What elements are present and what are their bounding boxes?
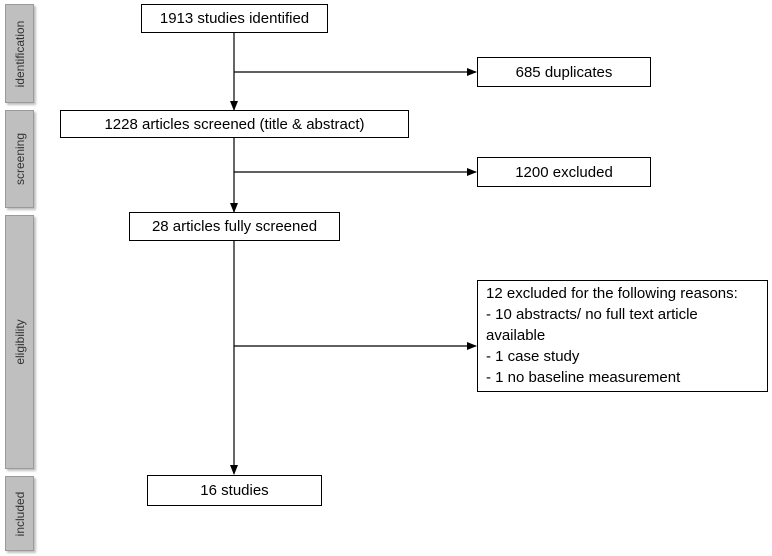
exclusion-reason-line: - 10 abstracts/ no full text article <box>486 306 698 323</box>
box-included-studies: 16 studies <box>147 475 322 506</box>
exclusion-reasons-title: 12 excluded for the following reasons: <box>486 285 738 302</box>
box-exclusion-reasons: 12 excluded for the following reasons: -… <box>477 280 768 392</box>
stage-included: included <box>5 476 34 551</box>
exclusion-reason-line: available <box>486 327 546 344</box>
box-excluded-screening: 1200 excluded <box>477 157 651 187</box>
box-duplicates: 685 duplicates <box>477 57 651 87</box>
exclusion-reason-line: - 1 no baseline measurement <box>486 369 681 386</box>
box-fully-screened: 28 articles fully screened <box>129 212 340 241</box>
stage-eligibility: eligibility <box>5 215 34 469</box>
stage-identification: identification <box>5 4 34 103</box>
stage-screening: screening <box>5 110 34 208</box>
box-studies-identified: 1913 studies identified <box>141 4 328 33</box>
exclusion-reason-line: - 1 case study <box>486 348 580 365</box>
box-articles-screened: 1228 articles screened (title & abstract… <box>60 110 409 138</box>
